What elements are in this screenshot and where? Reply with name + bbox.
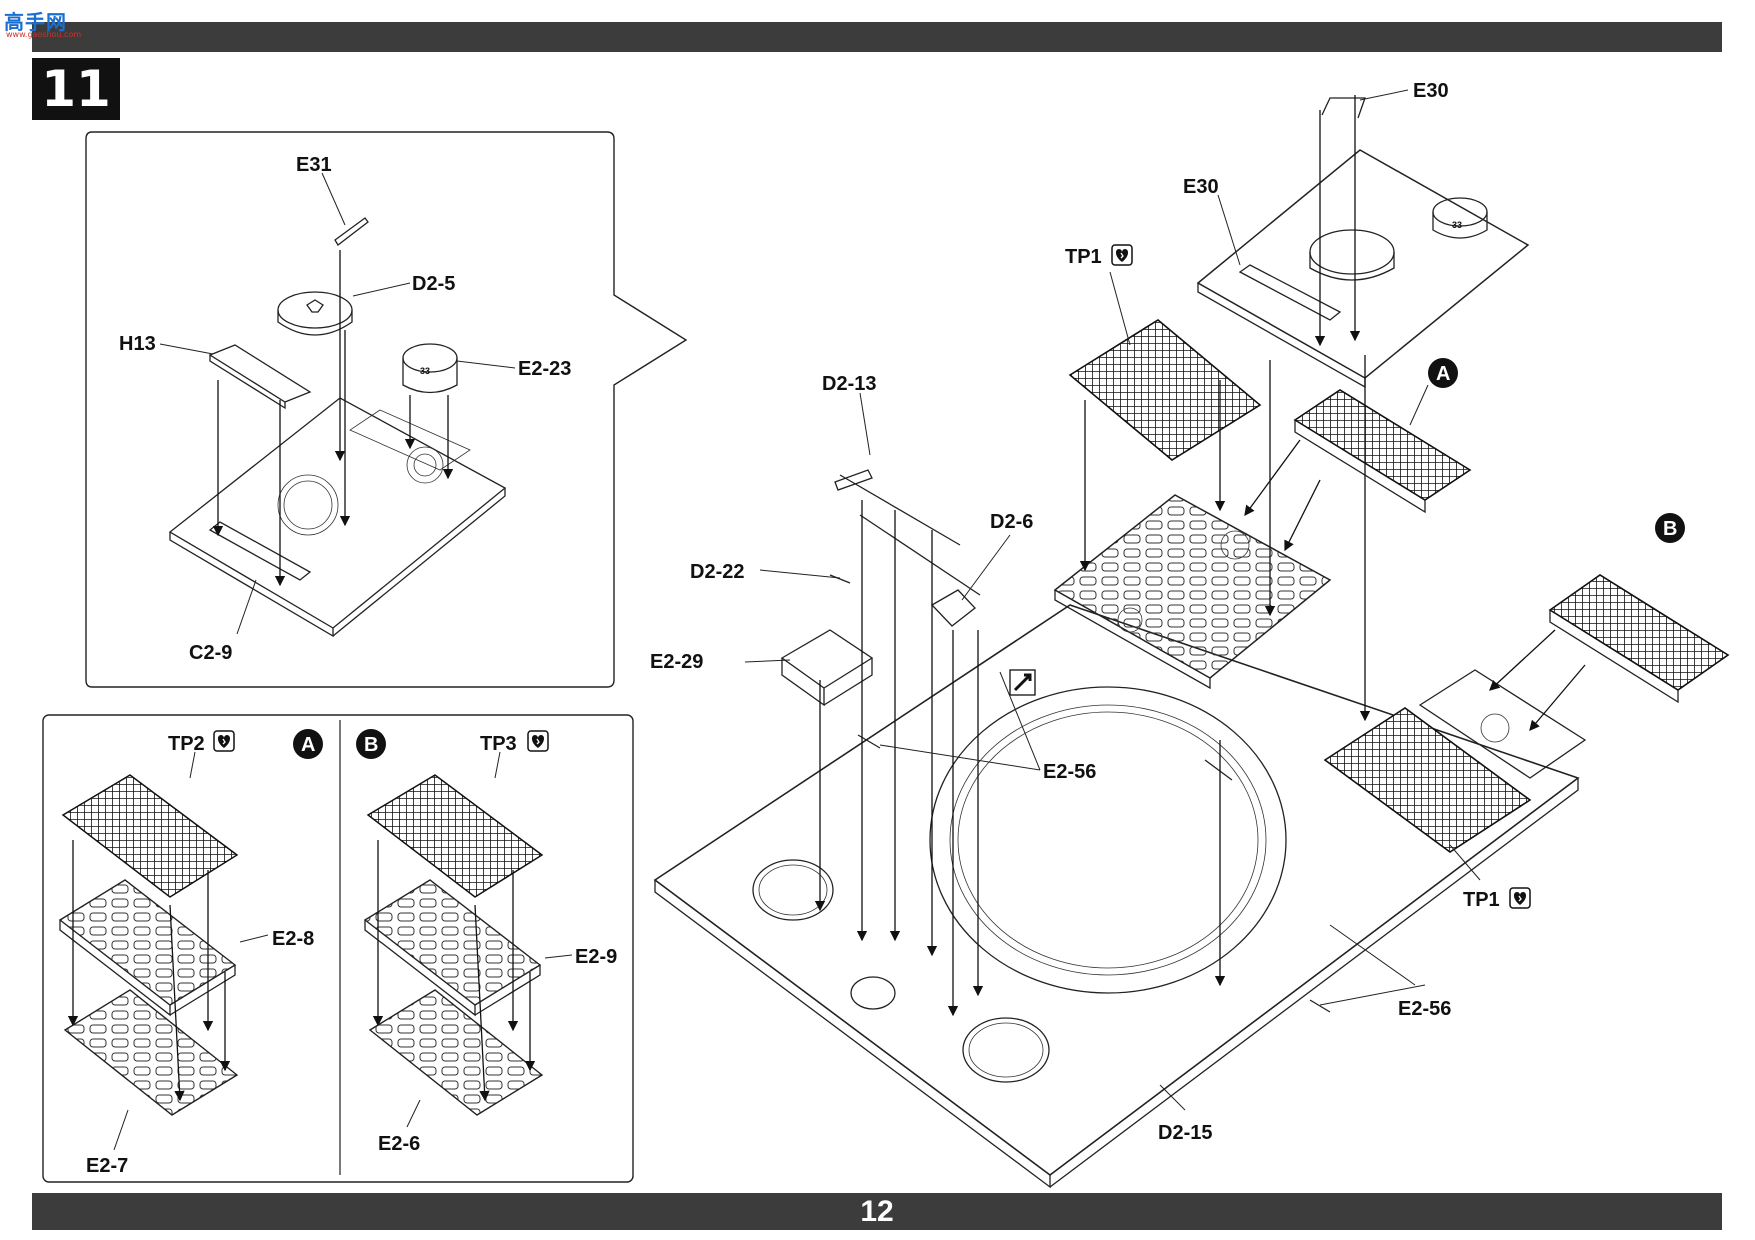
- label-E2-29: E2-29: [650, 651, 703, 673]
- badge-A-panel-text: A: [301, 734, 315, 756]
- label-E30: E30: [1183, 176, 1219, 198]
- label-D2-6: D2-6: [990, 511, 1033, 533]
- label-D2-15: D2-15: [1158, 1122, 1212, 1144]
- label-E2-7: E2-7: [86, 1155, 128, 1177]
- label-TP3: TP3: [480, 733, 517, 755]
- badge-B-main: [1655, 513, 1685, 543]
- badge-B-main-text: B: [1663, 518, 1677, 540]
- badge-A-main-text: A: [1436, 363, 1450, 385]
- label-E2-56-right: E2-56: [1398, 998, 1451, 1020]
- site-logo: 高手网 www.gaoshou.com: [2, 6, 81, 40]
- label-E2-8: E2-8: [272, 928, 314, 950]
- label-H13: H13: [119, 333, 156, 355]
- label-E30-top: E30: [1413, 80, 1449, 102]
- badge-B-panel: [356, 729, 386, 759]
- label-TP1-lower: TP1: [1463, 889, 1500, 911]
- badge-A-main: [1428, 358, 1458, 388]
- badge-B-panel-text: B: [364, 734, 378, 756]
- label-D2-22: D2-22: [690, 561, 744, 583]
- label-TP2: TP2: [168, 733, 205, 755]
- label-D2-5: D2-5: [412, 273, 455, 295]
- site-logo-url: www.gaoshou.com: [6, 30, 82, 39]
- label-C2-9: C2-9: [189, 642, 232, 664]
- label-E2-9: E2-9: [575, 946, 617, 968]
- turret-cupola-mark: 33: [1452, 220, 1462, 230]
- label-D2-13: D2-13: [822, 373, 876, 395]
- header-bar: [32, 22, 1722, 52]
- cement-icon-tp3: [527, 730, 549, 752]
- detail-callout: 33 E31 D2-5 H13 E2-23 C2-9: [85, 131, 688, 688]
- badge-A-panel: [293, 729, 323, 759]
- cement-icon-tp1-lower: [1509, 887, 1531, 909]
- site-logo-text: 高手网: [4, 10, 67, 34]
- label-TP1-upper: TP1: [1065, 246, 1102, 268]
- label-E2-56-center: E2-56: [1043, 761, 1096, 783]
- footer-bar: 12: [32, 1193, 1722, 1230]
- page-number: 12: [860, 1195, 894, 1228]
- step-number: 11: [32, 58, 120, 120]
- main-assembly: 33: [650, 80, 1730, 1189]
- cement-icon-tp1-upper: [1111, 244, 1133, 266]
- label-E2-23: E2-23: [518, 358, 571, 380]
- cement-icon: [213, 730, 235, 752]
- hatch-panels: A TP2 E2-8 E2-7 B TP3 E2-9 E2-6: [42, 714, 634, 1183]
- label-E2-6: E2-6: [378, 1133, 420, 1155]
- cupola-mark: 33: [420, 366, 430, 376]
- label-E31: E31: [296, 154, 332, 176]
